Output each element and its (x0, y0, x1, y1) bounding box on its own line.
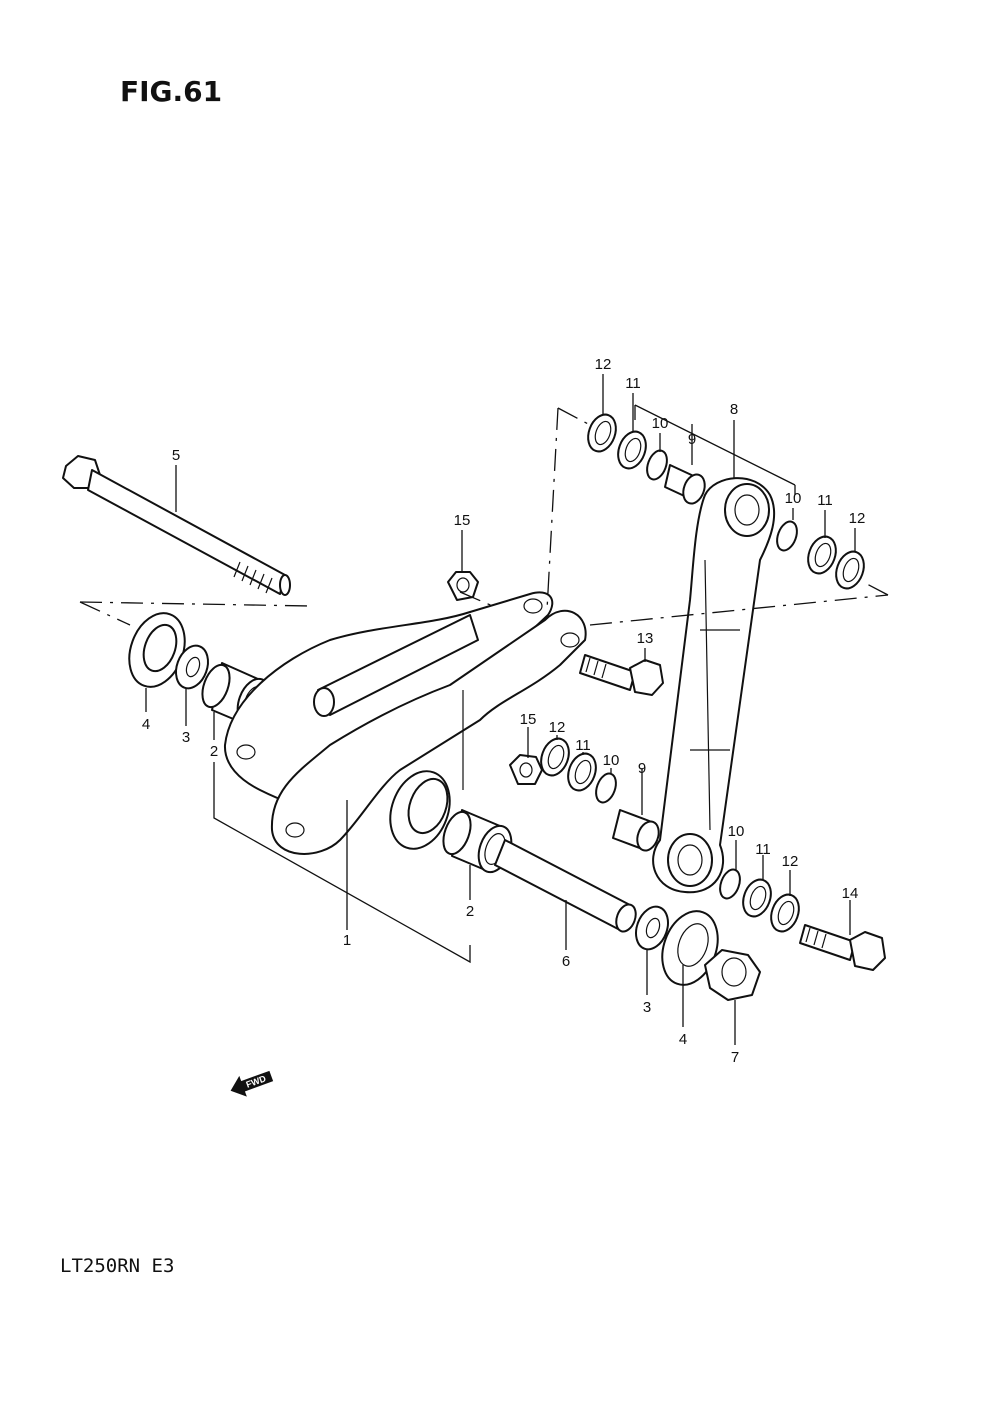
callout-12-top: 12 (595, 356, 612, 373)
callout-1: 1 (343, 932, 351, 949)
cushion-rod-drawing (652, 477, 776, 894)
callout-9-mid: 9 (638, 760, 646, 777)
callout-5: 5 (172, 447, 180, 464)
callout-14: 14 (842, 885, 859, 902)
alignment-lines (79, 407, 889, 626)
upper-bushing-set-drawing (587, 413, 865, 590)
callout-4-left: 4 (142, 716, 150, 733)
callout-12-right: 12 (849, 510, 866, 527)
leader-lines (145, 374, 856, 1045)
bolt-13-drawing (579, 654, 664, 696)
callout-15-mid: 15 (520, 711, 537, 728)
model-code: LT250RN E3 (60, 1255, 174, 1277)
callout-10-low: 10 (728, 823, 745, 840)
cushion-lever-drawing (223, 591, 587, 855)
callout-2-left: 2 (210, 743, 218, 760)
left-seal-group-drawing (128, 612, 272, 727)
callout-11-top: 11 (625, 375, 641, 392)
callout-10-top: 10 (652, 415, 669, 432)
callout-15-top: 15 (454, 512, 471, 529)
callout-3-left: 3 (182, 729, 190, 746)
callout-2-mid: 2 (466, 903, 474, 920)
callout-12-low: 12 (782, 853, 799, 870)
callout-11-low: 11 (755, 841, 771, 858)
forward-direction-arrow: FWD (230, 1070, 274, 1097)
upper-nut-drawing (447, 571, 479, 601)
figure-title: FIG.61 (120, 75, 222, 108)
callout-11-mid: 11 (575, 737, 591, 754)
lower-pivot-group-drawing (442, 809, 761, 1001)
callout-7: 7 (731, 1049, 739, 1066)
callout-4-right: 4 (679, 1031, 687, 1048)
callout-11-right: 11 (817, 492, 833, 509)
callout-labels: 12 11 10 9 8 10 11 12 5 15 13 4 3 2 15 1… (142, 356, 866, 1066)
callout-9-top: 9 (688, 431, 696, 448)
callout-3-right: 3 (643, 999, 651, 1016)
callout-13: 13 (637, 630, 654, 647)
callout-8: 8 (730, 401, 738, 418)
middle-bushing-set-drawing (509, 737, 660, 852)
lower-bushing-set-drawing (719, 868, 886, 971)
callout-6: 6 (562, 953, 570, 970)
long-bolt-drawing (62, 455, 291, 596)
callout-12-mid: 12 (549, 719, 566, 736)
callout-10-right: 10 (785, 490, 802, 507)
callout-10-mid: 10 (603, 752, 620, 769)
